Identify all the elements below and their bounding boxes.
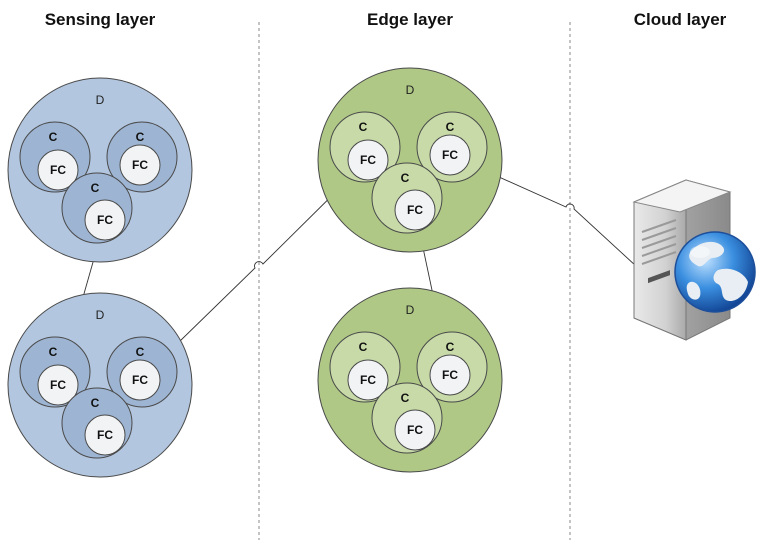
fc-circle [394, 409, 436, 451]
fc-circle [84, 414, 126, 456]
fc-circle [37, 364, 79, 406]
fc-circle [119, 359, 161, 401]
domain-group: D C FC C FC C FC D C FC C FC C FC D C FC C FC C FC D C FC C FC C FC [7, 67, 503, 478]
cluster-label: C [359, 340, 368, 354]
fc-label: FC [97, 213, 113, 227]
domain-label: D [96, 93, 105, 107]
domain-label: D [406, 303, 415, 317]
cluster-label: C [401, 171, 410, 185]
fc-label: FC [132, 158, 148, 172]
layer-title-cloud: Cloud layer [634, 10, 727, 29]
fc-label: FC [407, 423, 423, 437]
globe-icon [674, 231, 756, 313]
layer-title-edge: Edge layer [367, 10, 453, 29]
fc-circle [394, 189, 436, 231]
fc-label: FC [360, 153, 376, 167]
domain-sensing-bottom: D C FC C FC C FC [7, 292, 193, 478]
fc-label: FC [132, 373, 148, 387]
link-line [449, 154, 637, 267]
cluster-label: C [91, 396, 100, 410]
link-line [139, 159, 369, 381]
fc-label: FC [360, 373, 376, 387]
cluster-label: C [136, 130, 145, 144]
domain-edge-bottom: D C FC C FC C FC [317, 287, 503, 473]
domain-label: D [96, 308, 105, 322]
domain-edge-top: D C FC C FC C FC [317, 67, 503, 253]
domain-sensing-top: D C FC C FC C FC [7, 77, 193, 263]
fc-label: FC [50, 378, 66, 392]
fc-circle [429, 134, 471, 176]
fc-circle [429, 354, 471, 396]
cluster-label: C [91, 181, 100, 195]
fc-circle [37, 149, 79, 191]
fc-label: FC [50, 163, 66, 177]
fc-circle [347, 359, 389, 401]
cluster-label: C [401, 391, 410, 405]
fc-label: FC [407, 203, 423, 217]
fc-circle [119, 144, 161, 186]
cloud-server [632, 179, 756, 341]
layer-title-sensing: Sensing layer [45, 10, 156, 29]
fc-label: FC [97, 428, 113, 442]
fc-circle [84, 199, 126, 241]
fc-label: FC [442, 368, 458, 382]
cluster-label: C [359, 120, 368, 134]
cluster-label: C [446, 340, 455, 354]
fc-circle [347, 139, 389, 181]
fc-label: FC [442, 148, 458, 162]
domain-label: D [406, 83, 415, 97]
cluster-label: C [136, 345, 145, 359]
cluster-label: C [446, 120, 455, 134]
cluster-label: C [49, 130, 58, 144]
cluster-label: C [49, 345, 58, 359]
